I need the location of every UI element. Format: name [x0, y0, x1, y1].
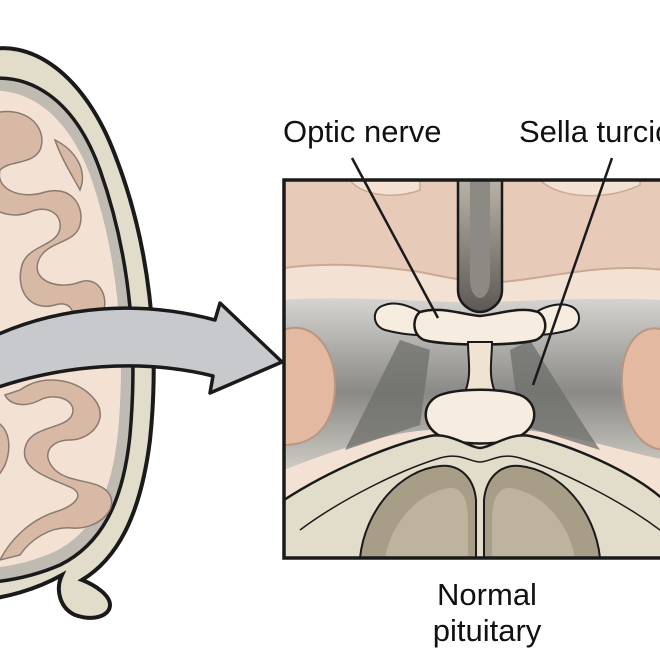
magnified-panel-frame: [282, 178, 660, 560]
sella-left-wall: [345, 340, 430, 450]
caption-line-1: Normal: [437, 577, 537, 612]
sella-turcica-label: Sella turcica: [519, 114, 660, 149]
sella-turcica-leader-line: [531, 157, 614, 386]
gyrus-side: [53, 138, 84, 192]
zoom-arrow: [0, 301, 284, 395]
gyrus-lower: [0, 379, 113, 561]
pituitary-stalk: [463, 341, 497, 393]
optic-chiasm: [413, 308, 547, 346]
gyrus-left-edge: [0, 423, 10, 475]
magnified-panel: [284, 180, 660, 558]
temporal-lobe-right: [620, 327, 660, 451]
temporal-lobe-left: [284, 326, 337, 447]
optic-nerve-leader-line: [350, 157, 440, 319]
gyrus-upper: [0, 110, 106, 332]
normal-pituitary-caption: Normal pituitary: [405, 577, 569, 649]
optic-nerve-label: Optic nerve: [283, 114, 442, 149]
caption-line-2: pituitary: [432, 613, 542, 648]
